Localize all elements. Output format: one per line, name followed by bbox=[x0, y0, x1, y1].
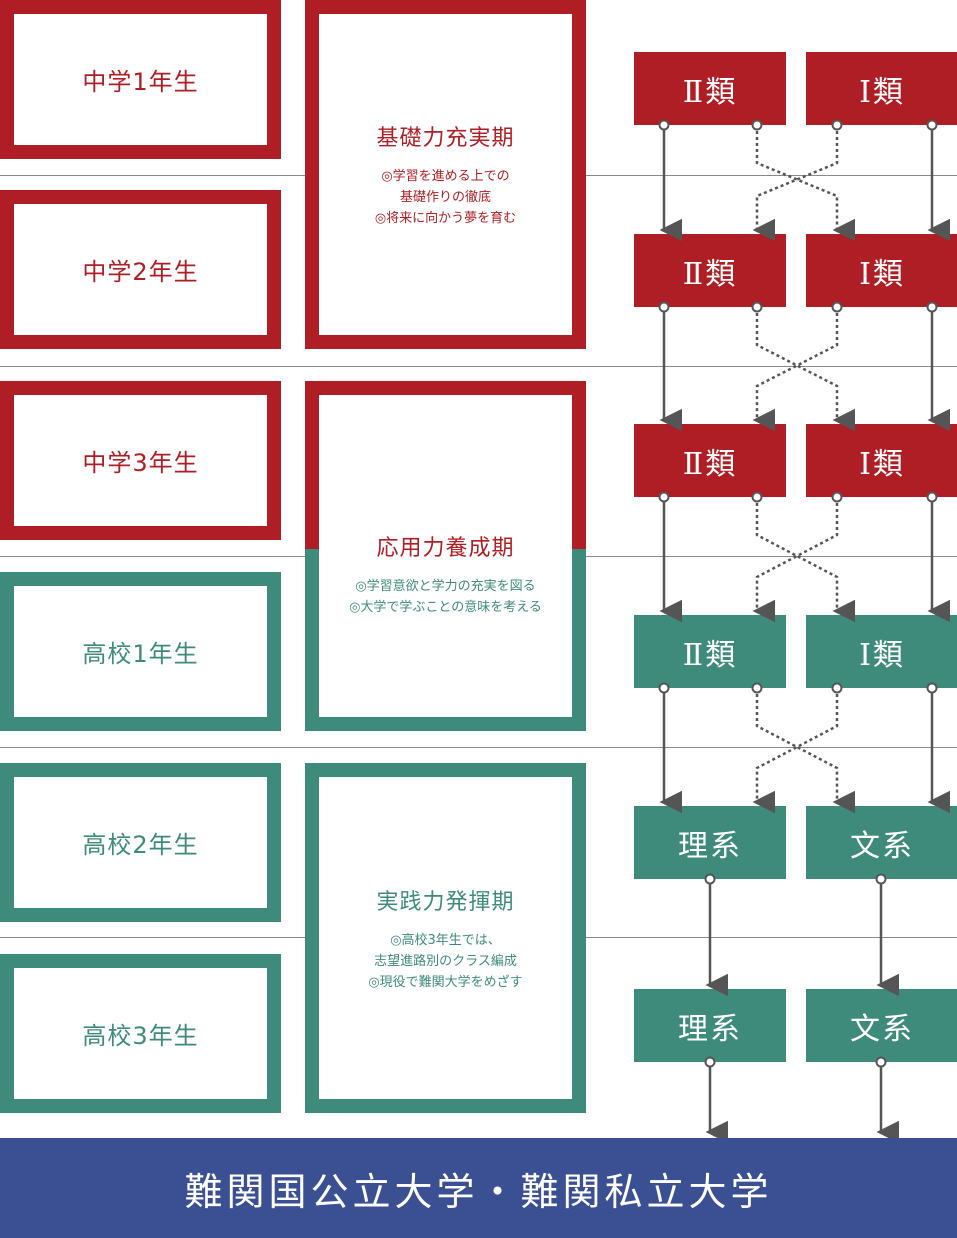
grade-box-junior-2: 中学2年生 bbox=[0, 190, 281, 349]
class-box-left: Ⅱ類 bbox=[634, 424, 786, 497]
grade-label: 中学3年生 bbox=[82, 449, 199, 477]
phase-title: 実践力発揮期 bbox=[376, 889, 515, 915]
grade-box-senior-1: 高校1年生 bbox=[0, 572, 281, 731]
class-box-right: 文系 bbox=[806, 989, 957, 1062]
phase-box-application: 応用力養成期 ◎学習意欲と学力の充実を図る ◎大学で学ぶことの意味を考える bbox=[305, 381, 586, 731]
phase-box-practice: 実践力発揮期 ◎高校3年生では、 志望進路別のクラス編成 ◎現役で難関大学をめざ… bbox=[305, 763, 586, 1113]
class-box-right: Ⅰ類 bbox=[806, 52, 957, 125]
grade-box-junior-3: 中学3年生 bbox=[0, 381, 281, 540]
arrow-dotted-cross bbox=[752, 688, 839, 814]
arrow-dotted-cross bbox=[755, 497, 855, 623]
grade-label: 中学1年生 bbox=[82, 68, 199, 96]
arrow-dotted-cross bbox=[755, 125, 855, 242]
class-box-left: Ⅱ類 bbox=[634, 52, 786, 125]
arrow-dotted-cross bbox=[755, 688, 855, 814]
grade-label: 高校2年生 bbox=[82, 831, 199, 859]
class-box-left: 理系 bbox=[634, 989, 786, 1062]
arrow-dotted-cross bbox=[752, 497, 839, 623]
phase-description: ◎高校3年生では、 志望進路別のクラス編成 ◎現役で難関大学をめざす bbox=[368, 932, 523, 990]
grade-label: 中学2年生 bbox=[82, 258, 199, 286]
class-box-right: 文系 bbox=[806, 806, 957, 879]
separator-line bbox=[0, 366, 957, 367]
arrow-dotted-cross bbox=[752, 307, 839, 432]
class-box-right: Ⅰ類 bbox=[806, 234, 957, 307]
grade-label: 高校1年生 bbox=[82, 640, 199, 668]
phase-title: 基礎力充実期 bbox=[376, 126, 515, 151]
phase-description: ◎学習を進める上での 基礎作りの徹底 ◎将来に向かう夢を育む bbox=[374, 169, 517, 226]
arrow-dotted-cross bbox=[755, 307, 855, 432]
phase-description: ◎学習意欲と学力の充実を図る ◎大学で学ぶことの意味を考える bbox=[349, 579, 542, 615]
grade-box-senior-2: 高校2年生 bbox=[0, 763, 281, 922]
class-box-left: Ⅱ類 bbox=[634, 234, 786, 307]
arrow-dotted-cross bbox=[752, 125, 839, 242]
phase-box-foundation: 基礎力充実期 ◎学習を進める上での 基礎作りの徹底 ◎将来に向かう夢を育む bbox=[305, 0, 586, 349]
class-box-right: Ⅰ類 bbox=[806, 615, 957, 688]
grade-label: 高校3年生 bbox=[82, 1022, 199, 1050]
class-box-right: Ⅰ類 bbox=[806, 424, 957, 497]
destination-banner: 難関国公立大学・難関私立大学 bbox=[0, 1138, 957, 1238]
class-box-left: 理系 bbox=[634, 806, 786, 879]
phase-title: 応用力養成期 bbox=[376, 536, 515, 561]
grade-box-senior-3: 高校3年生 bbox=[0, 954, 281, 1113]
separator-line bbox=[0, 747, 957, 748]
grade-box-junior-1: 中学1年生 bbox=[0, 0, 281, 159]
class-box-left: Ⅱ類 bbox=[634, 615, 786, 688]
